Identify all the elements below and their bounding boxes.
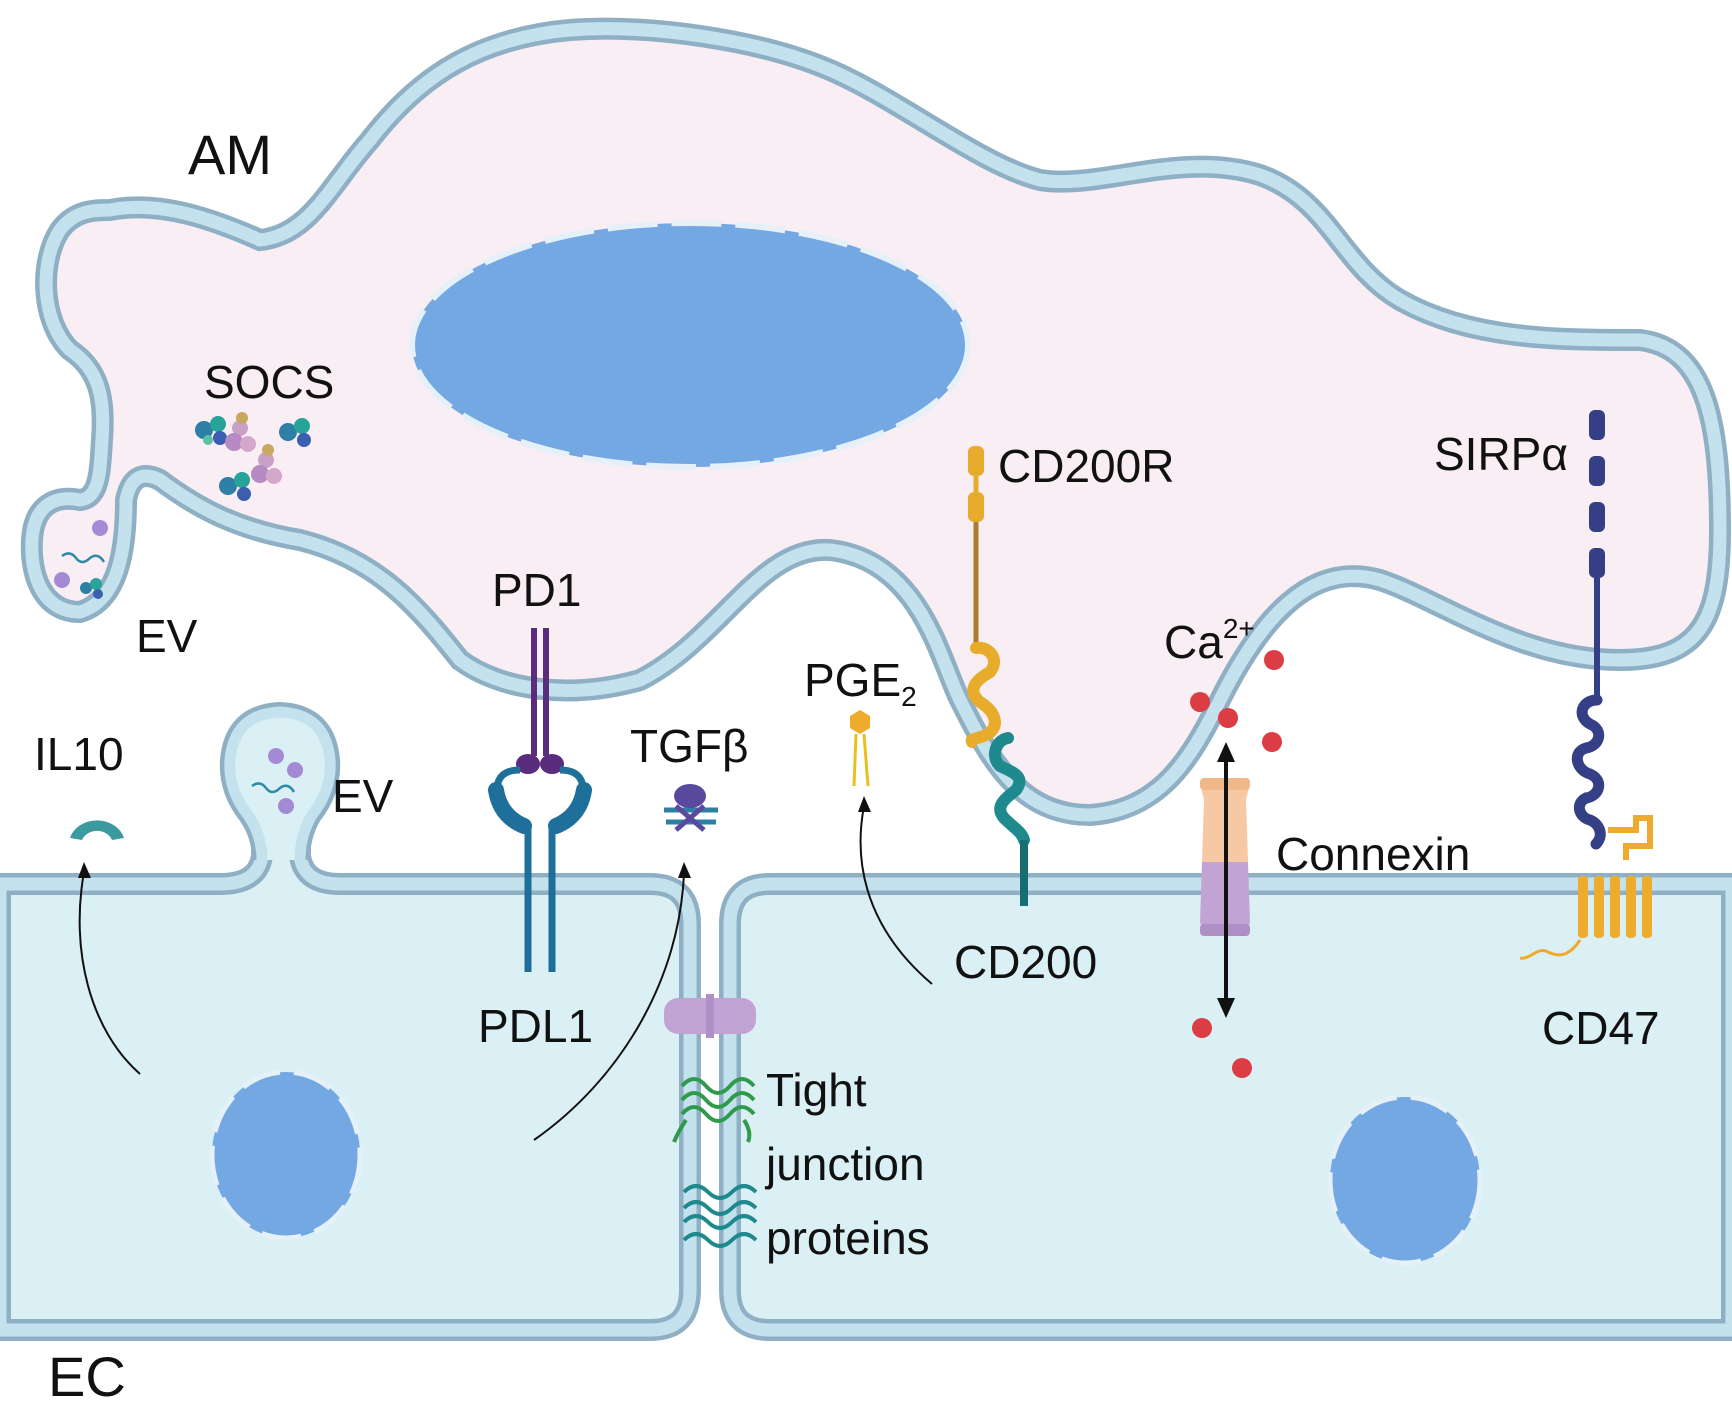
ev-am-label: EV <box>136 610 198 662</box>
socs-label: SOCS <box>204 356 334 408</box>
ev-ec-label: EV <box>332 770 394 822</box>
am-extracellular-vesicle-contents <box>54 520 108 599</box>
secretion-arrowheads <box>78 796 871 878</box>
pge2-subscript: 2 <box>901 681 917 712</box>
cd200r-receptor <box>965 446 1001 748</box>
ec-label: EC <box>48 1345 126 1408</box>
ec-left-nucleus <box>209 1069 363 1241</box>
ec-left-cell <box>0 809 701 1341</box>
cd47-ligand <box>1519 815 1653 960</box>
tight-junction-label-line3: proteins <box>766 1212 930 1264</box>
tgfb-molecule <box>664 784 718 832</box>
pd1-label: PD1 <box>492 564 581 616</box>
cd200-ligand <box>988 732 1030 906</box>
secretion-arrows <box>78 805 933 1141</box>
socs-protein-cluster <box>195 412 311 501</box>
cd200-label: CD200 <box>954 936 1097 988</box>
ec-extracellular-vesicle <box>219 701 341 861</box>
am-label: AM <box>188 123 272 186</box>
calcium-ions <box>1190 650 1284 1078</box>
pd1-receptor <box>516 628 564 774</box>
pdl1-ligand <box>488 766 592 972</box>
am-cell <box>20 17 1732 827</box>
cd47-label: CD47 <box>1542 1002 1660 1054</box>
tgfb-label: TGFβ <box>630 720 748 772</box>
pge2-label: PGE2 <box>804 654 917 712</box>
il10-label: IL10 <box>34 728 124 780</box>
calcium-label: Ca2+ <box>1164 613 1255 668</box>
pdl1-label: PDL1 <box>478 1000 593 1052</box>
ec-right-nucleus <box>1327 1094 1483 1266</box>
cd200r-label: CD200R <box>998 440 1174 492</box>
sirpa-label: SIRPα <box>1434 428 1568 480</box>
pge2-molecule <box>850 710 870 787</box>
calcium-flux-arrow <box>1217 742 1235 1018</box>
ec-right-cell <box>719 873 1732 1341</box>
connexin-label: Connexin <box>1276 828 1470 880</box>
am-nucleus <box>409 220 971 470</box>
calcium-superscript: 2+ <box>1223 613 1255 644</box>
il10-molecule <box>70 820 124 840</box>
sirpa-receptor <box>1571 410 1606 850</box>
tight-junction-proteins <box>664 994 758 1248</box>
tight-junction-label-line2: junction <box>764 1138 925 1190</box>
tight-junction-label-line1: Tight <box>766 1064 867 1116</box>
